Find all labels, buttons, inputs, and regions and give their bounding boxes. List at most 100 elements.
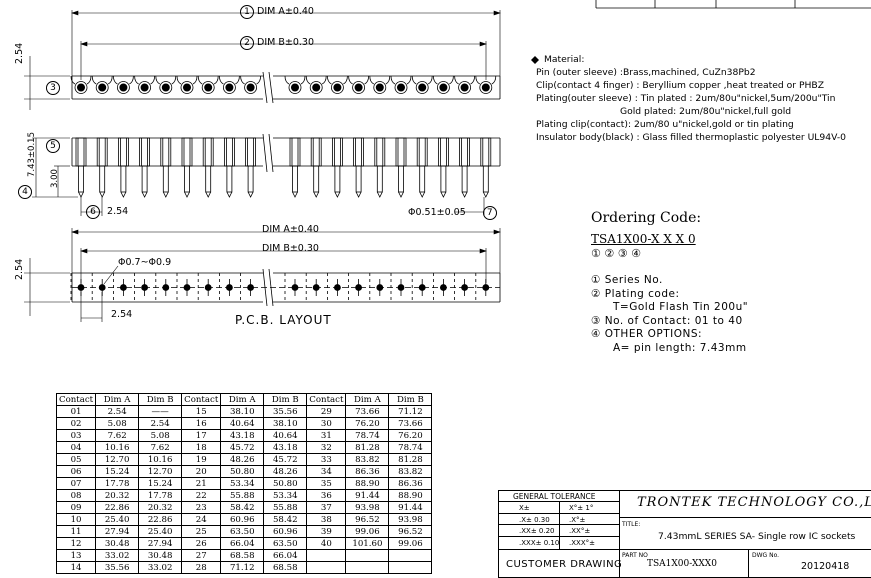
pin-tip (99, 191, 106, 198)
pin-inner-circle (161, 83, 170, 92)
table-cell: 27 (181, 549, 222, 562)
body-scallop (240, 75, 261, 85)
body-scallop (113, 75, 134, 85)
table-cell: 20.32 (95, 489, 140, 502)
table-cell: 43.18 (263, 441, 308, 454)
pin-outer-circle (415, 81, 429, 94)
table-cell: —— (138, 405, 183, 418)
arrow-head (80, 248, 88, 254)
table-header-row: Contact Dim A Dim B Contact Dim A Dim B … (55, 393, 433, 406)
pin-tip (226, 191, 233, 198)
socket-top-view (70, 71, 501, 104)
tolerance-angular: .XX°± (569, 527, 591, 535)
tolerance-linear: .X± 0.30 (519, 515, 550, 524)
table-cell: 38.10 (220, 405, 265, 418)
table-cell: 12 (55, 537, 97, 550)
pin-tip (120, 191, 127, 198)
ordering-item: A= pin length: 7.43mm (613, 341, 747, 354)
table-cell: 66.04 (220, 537, 265, 550)
circle-6-icon: 6 (86, 205, 100, 219)
table-cell: 04 (55, 441, 97, 454)
body-scallop (219, 75, 240, 85)
pin-tip (247, 191, 254, 198)
table-cell: 26 (181, 537, 222, 550)
table-cell: 76.20 (388, 429, 433, 442)
pin-tip (184, 191, 190, 198)
arrow-head (80, 41, 88, 47)
drawing-title: 7.43mmL SERIES SA- Single row IC sockets (658, 531, 856, 542)
pin-diameter-label: Φ0.51±0.05 7 (408, 206, 497, 220)
table-cell: 96.52 (388, 525, 433, 538)
table-cell: 45.72 (220, 441, 265, 454)
part-no-label: PART NO (622, 552, 648, 559)
table-cell: 35.56 (263, 405, 308, 418)
pin-inner-circle (396, 83, 405, 92)
pin-outer-circle (138, 81, 152, 94)
table-cell: 2.54 (95, 405, 140, 418)
header-dim-b: Dim B (138, 393, 183, 406)
table-cell: 101.60 (345, 537, 390, 550)
title-block: GENERAL TOLERANCE X±X°± 1°.X± 0.30.X°±.X… (498, 490, 871, 578)
pin-outer-circle (330, 81, 344, 94)
body-scallop (433, 75, 454, 85)
table-cell: 86.36 (388, 477, 433, 490)
pin-outer-circle (95, 81, 109, 94)
pin-tip (162, 191, 169, 198)
table-cell: 81.28 (388, 453, 433, 466)
table-cell: 22 (181, 489, 222, 502)
pin-tip (313, 191, 320, 198)
pin-inner-circle (204, 83, 213, 92)
circle-3-icon: 3 (46, 81, 60, 95)
table-cell: 02 (55, 417, 97, 430)
pin-sleeve-rect (289, 137, 301, 167)
ordering-item: T=Gold Flash Tin 200u" (613, 301, 749, 313)
pin-sleeve-rect (223, 137, 235, 167)
circle-2-icon: 2 (240, 36, 254, 50)
table-cell: 78.74 (388, 441, 433, 454)
break-mark (262, 71, 274, 104)
table-cell: 15.24 (95, 465, 140, 478)
table-cell: 81.28 (345, 441, 390, 454)
table-cell: 86.36 (345, 465, 390, 478)
pin-tail (78, 165, 84, 193)
body-scallop (475, 75, 497, 85)
table-cell: 71.12 (220, 561, 265, 574)
pin-tail (313, 165, 320, 193)
pcb-break-mark (262, 268, 274, 307)
pin-tail (482, 165, 489, 193)
table-cell: 09 (55, 501, 97, 514)
table-cell: 17 (181, 429, 222, 442)
pin-tip (398, 191, 404, 198)
table-cell: 50.80 (263, 477, 308, 490)
pin-outer-circle (352, 81, 366, 94)
circle-4-icon: 4 (18, 185, 32, 199)
header-dim-a: Dim A (345, 393, 390, 406)
table-cell: 20.32 (138, 501, 183, 514)
pin-outer-circle (373, 81, 387, 94)
pin-outer-circle (159, 81, 173, 94)
pin-inner-circle (333, 83, 342, 92)
ordering-code: TSA1X00-X X X 0 (591, 232, 696, 246)
table-cell: 16 (181, 417, 222, 430)
table-cell: 24 (181, 513, 222, 526)
table-cell: 53.34 (220, 477, 265, 490)
body-scallop (284, 75, 306, 85)
arrow-head (493, 229, 501, 235)
table-cell: 40.64 (220, 417, 265, 430)
ordering-code-marks: ① ② ③ ④ (591, 247, 641, 260)
pin-tip (355, 191, 362, 198)
table-cell: 01 (55, 405, 97, 418)
table-cell: 25.40 (138, 525, 183, 538)
pin-outer-circle (309, 81, 323, 94)
arrow-head (71, 10, 79, 16)
pin-tail (99, 165, 106, 193)
pin-inner-circle (460, 83, 469, 92)
table-cell: 35.56 (95, 561, 140, 574)
table-cell: 68.58 (263, 561, 308, 574)
table-cell: 33.02 (95, 549, 140, 562)
